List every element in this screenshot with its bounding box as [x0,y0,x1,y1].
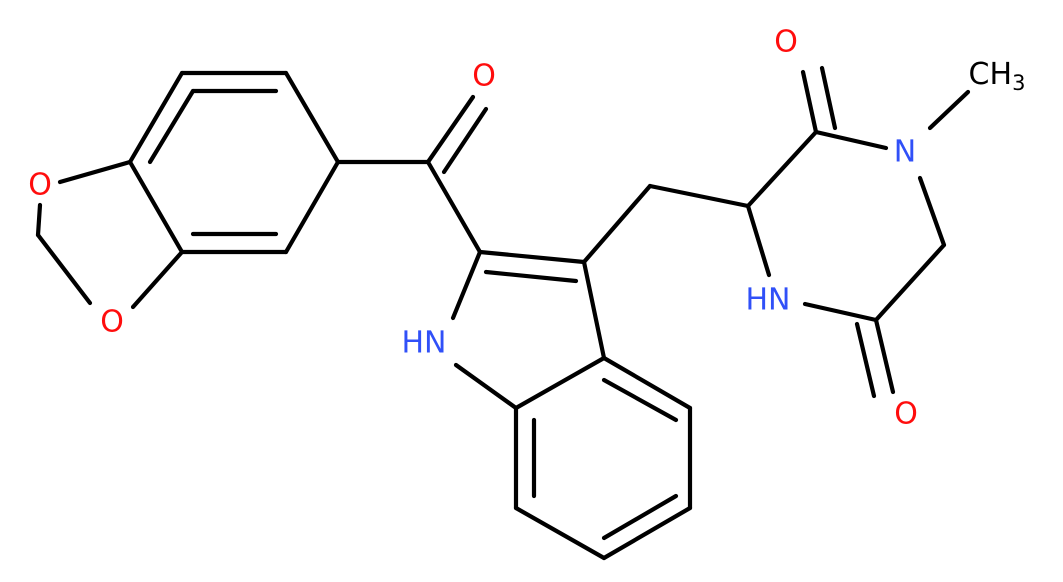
bond [425,159,483,255]
bond [802,301,879,323]
methyl-ch-text: CH [969,57,1013,92]
bond [745,203,772,278]
bond [745,129,819,209]
indole-ring [450,249,693,561]
bond [425,94,476,165]
indole-nh-label: HN [402,326,447,361]
bond [441,106,489,175]
dkp-methyl-nitrogen-label: N [894,135,916,170]
methyl-subscript: 3 [1012,71,1025,95]
bond [873,317,896,395]
bond [917,175,947,248]
dkp-oxygen-bottom-label: O [894,397,918,432]
bond [283,70,341,165]
dioxole-ring [35,159,185,310]
bond [127,70,185,165]
bond [57,159,133,185]
benzodioxole-ring [127,70,341,255]
bond [513,505,607,561]
bond [819,65,838,131]
bond [873,242,947,323]
atom-labels: O O O HN O N CH3 HN O [28,25,1025,432]
methyl-carbon-label: CH3 [969,57,1026,96]
ketone-oxygen-label: O [472,59,496,94]
bond [601,377,679,423]
ketone-linker [335,94,489,255]
bond [35,202,43,238]
dioxole-oxygen-top-label: O [28,168,52,203]
bond [513,355,607,411]
bond [283,159,341,255]
bond [647,183,751,209]
bond [800,69,819,135]
bond [581,259,607,361]
bond [854,321,877,399]
dioxole-oxygen-bottom-label: O [100,305,124,340]
bond [127,159,185,255]
bond [453,362,519,411]
bond [35,232,93,306]
bond [601,355,693,411]
bond [483,269,579,284]
bond [147,88,196,165]
bond [601,505,693,561]
bond [450,249,483,321]
bond [927,89,971,131]
dkp-nh-label: HN [746,283,791,318]
methylene-bridge [581,183,751,265]
bond [130,249,185,310]
bond [477,249,587,265]
bond [581,183,653,265]
bond [601,493,679,541]
diketopiperazine-ring [745,65,971,399]
dkp-oxygen-top-label: O [774,25,798,60]
bond [813,129,889,151]
